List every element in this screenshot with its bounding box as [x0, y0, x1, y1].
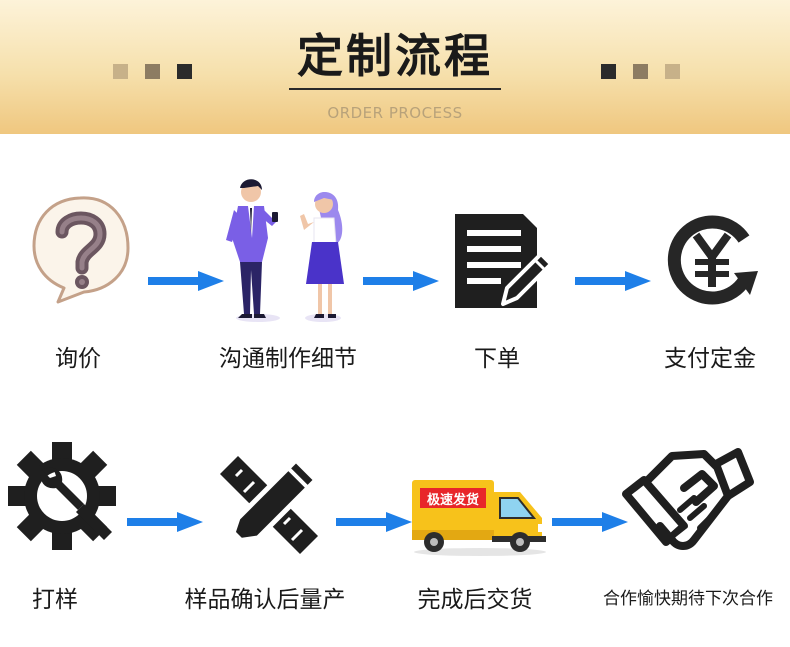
step-label-pay-deposit: 支付定金: [664, 346, 756, 372]
truck-sign-text: 极速发货: [427, 492, 479, 508]
step-label-communicate-details: 沟通制作细节: [219, 346, 357, 372]
document-pen-icon: [455, 214, 553, 308]
arrow-right-icon: [336, 512, 412, 532]
arrow-right-icon: [575, 271, 651, 291]
page-title: 定制流程: [297, 29, 493, 83]
business-people-icon: [226, 179, 344, 322]
decor-square: [633, 64, 648, 79]
step-label-cooperation: 合作愉快期待下次合作: [603, 589, 773, 609]
arrow-right-icon: [363, 271, 439, 291]
title-underline: [289, 88, 501, 90]
header-banner: 定制流程 ORDER PROCESS: [0, 0, 790, 134]
ruler-pencil-icon: [220, 456, 319, 554]
decor-square: [145, 64, 160, 79]
page-subtitle: ORDER PROCESS: [327, 104, 463, 122]
step-label-mass-production: 样品确认后量产: [184, 587, 346, 613]
decor-square: [113, 64, 128, 79]
arrow-right-icon: [552, 512, 628, 532]
decor-square: [601, 64, 616, 79]
decor-square: [177, 64, 192, 79]
decor-square: [665, 64, 680, 79]
step-label-delivery: 完成后交货: [417, 587, 533, 613]
delivery-truck-icon: 极速发货: [412, 480, 546, 556]
gear-wrench-icon: [8, 442, 116, 550]
arrow-right-icon: [127, 512, 203, 532]
step-label-sampling: 打样: [32, 587, 78, 613]
step-label-place-order: 下单: [474, 346, 520, 372]
arrow-right-icon: [148, 271, 224, 291]
handshake-icon: [622, 448, 754, 550]
step-label-inquiry: 询价: [55, 346, 101, 372]
question-bubble-icon: [32, 196, 130, 304]
yen-cycle-icon: [667, 215, 758, 305]
